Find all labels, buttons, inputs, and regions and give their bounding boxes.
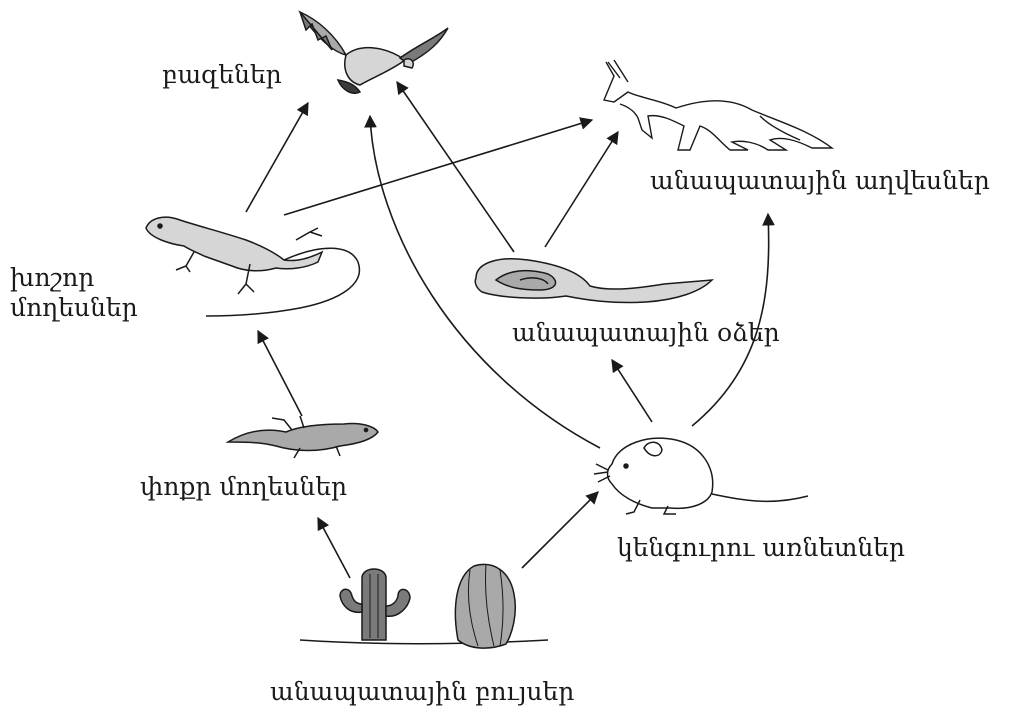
arrow-big-lizards-to-hawks [246, 103, 308, 212]
arrow-plants-to-kangaroo-rats [522, 492, 598, 568]
label-small-lizards: փոքր մողեսներ [140, 472, 347, 502]
lizard-icon [146, 217, 359, 316]
label-hawks: բազեներ [162, 60, 282, 90]
label-desert-foxes: անապատային աղվեսներ [650, 166, 990, 196]
hawk-icon [300, 12, 448, 93]
snake-icon [475, 259, 712, 303]
arrow-small-lizards-to-big-lizards [258, 331, 302, 416]
arrow-kangaroo-rats-to-snakes [612, 360, 652, 422]
arrow-snakes-to-hawks [397, 82, 514, 252]
arrow-big-lizards-to-foxes [284, 120, 592, 215]
label-desert-plants: անապատային բույսեր [270, 677, 574, 707]
label-desert-snakes: անապատային օձեր [512, 318, 780, 348]
small-lizard-icon [228, 416, 378, 458]
arrow-plants-to-small-lizards [318, 518, 350, 578]
arrow-snakes-to-foxes [545, 132, 618, 247]
kangaroo-rat-icon [594, 438, 808, 514]
fox-icon [604, 60, 832, 150]
label-big-lizards: խոշոր մողեսներ [10, 263, 160, 323]
label-kangaroo-rats: կենգուրու առնետներ [617, 533, 905, 563]
cactus-icon [300, 564, 548, 648]
